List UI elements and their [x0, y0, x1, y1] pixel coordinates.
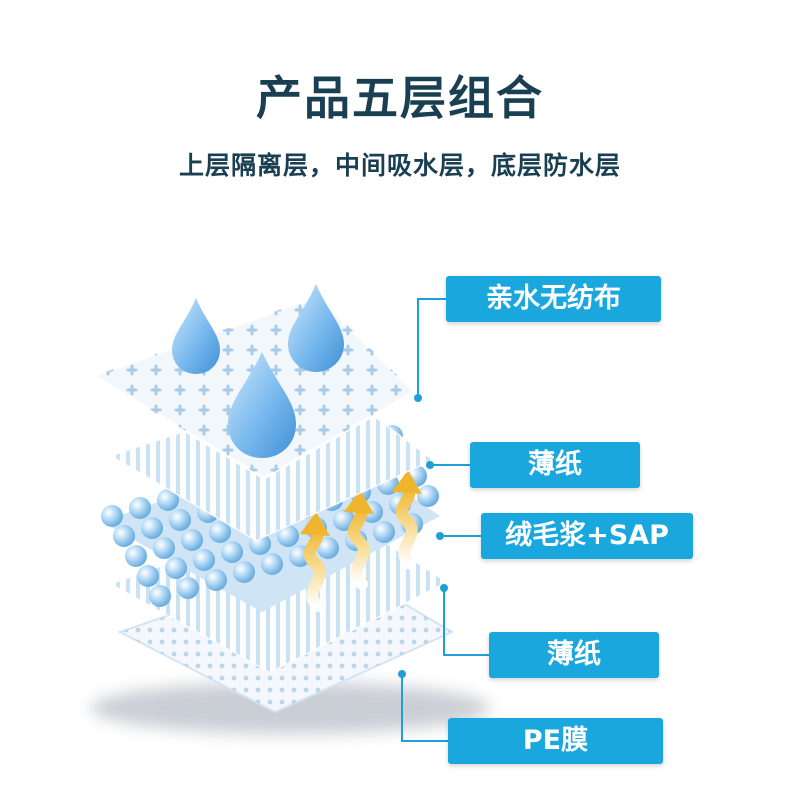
sap-ball	[137, 565, 159, 587]
sap-ball	[181, 529, 203, 551]
label-tissue-upper: 薄纸	[470, 442, 640, 488]
sap-ball	[373, 521, 395, 543]
sap-ball	[169, 509, 191, 531]
sap-ball	[317, 537, 339, 559]
sap-ball	[149, 585, 171, 607]
leader-lines	[401, 298, 489, 742]
label-hydrophilic-nonwoven: 亲水无纺布	[446, 276, 661, 322]
water-drop-icon	[228, 352, 296, 458]
label-tissue-lower: 薄纸	[489, 632, 659, 678]
sap-ball	[205, 569, 227, 591]
water-drop-icon	[288, 284, 344, 372]
sap-ball	[177, 577, 199, 599]
sap-ball	[233, 561, 255, 583]
sap-ball	[153, 537, 175, 559]
water-drop-icon	[172, 298, 220, 374]
sap-ball	[113, 525, 135, 547]
sap-ball	[209, 521, 231, 543]
page-title: 产品五层组合	[256, 71, 544, 125]
sap-ball	[157, 489, 179, 511]
sap-ball	[221, 541, 243, 563]
sap-ball	[125, 545, 147, 567]
sap-ball	[417, 485, 439, 507]
sap-ball	[193, 549, 215, 571]
label-fluff-pulp-sap: 绒毛浆+SAP	[481, 513, 693, 559]
sap-ball	[261, 553, 283, 575]
leader-dots	[398, 394, 448, 678]
absorb-arrows	[300, 470, 422, 612]
sap-ball	[165, 557, 187, 579]
sap-ball	[101, 505, 123, 527]
sap-ball	[141, 517, 163, 539]
page-subtitle: 上层隔离层，中间吸水层，底层防水层	[178, 151, 621, 180]
floor-shadow	[90, 682, 490, 734]
sap-ball	[129, 497, 151, 519]
sap-ball	[277, 525, 299, 547]
label-pe-film: PE膜	[448, 718, 663, 764]
